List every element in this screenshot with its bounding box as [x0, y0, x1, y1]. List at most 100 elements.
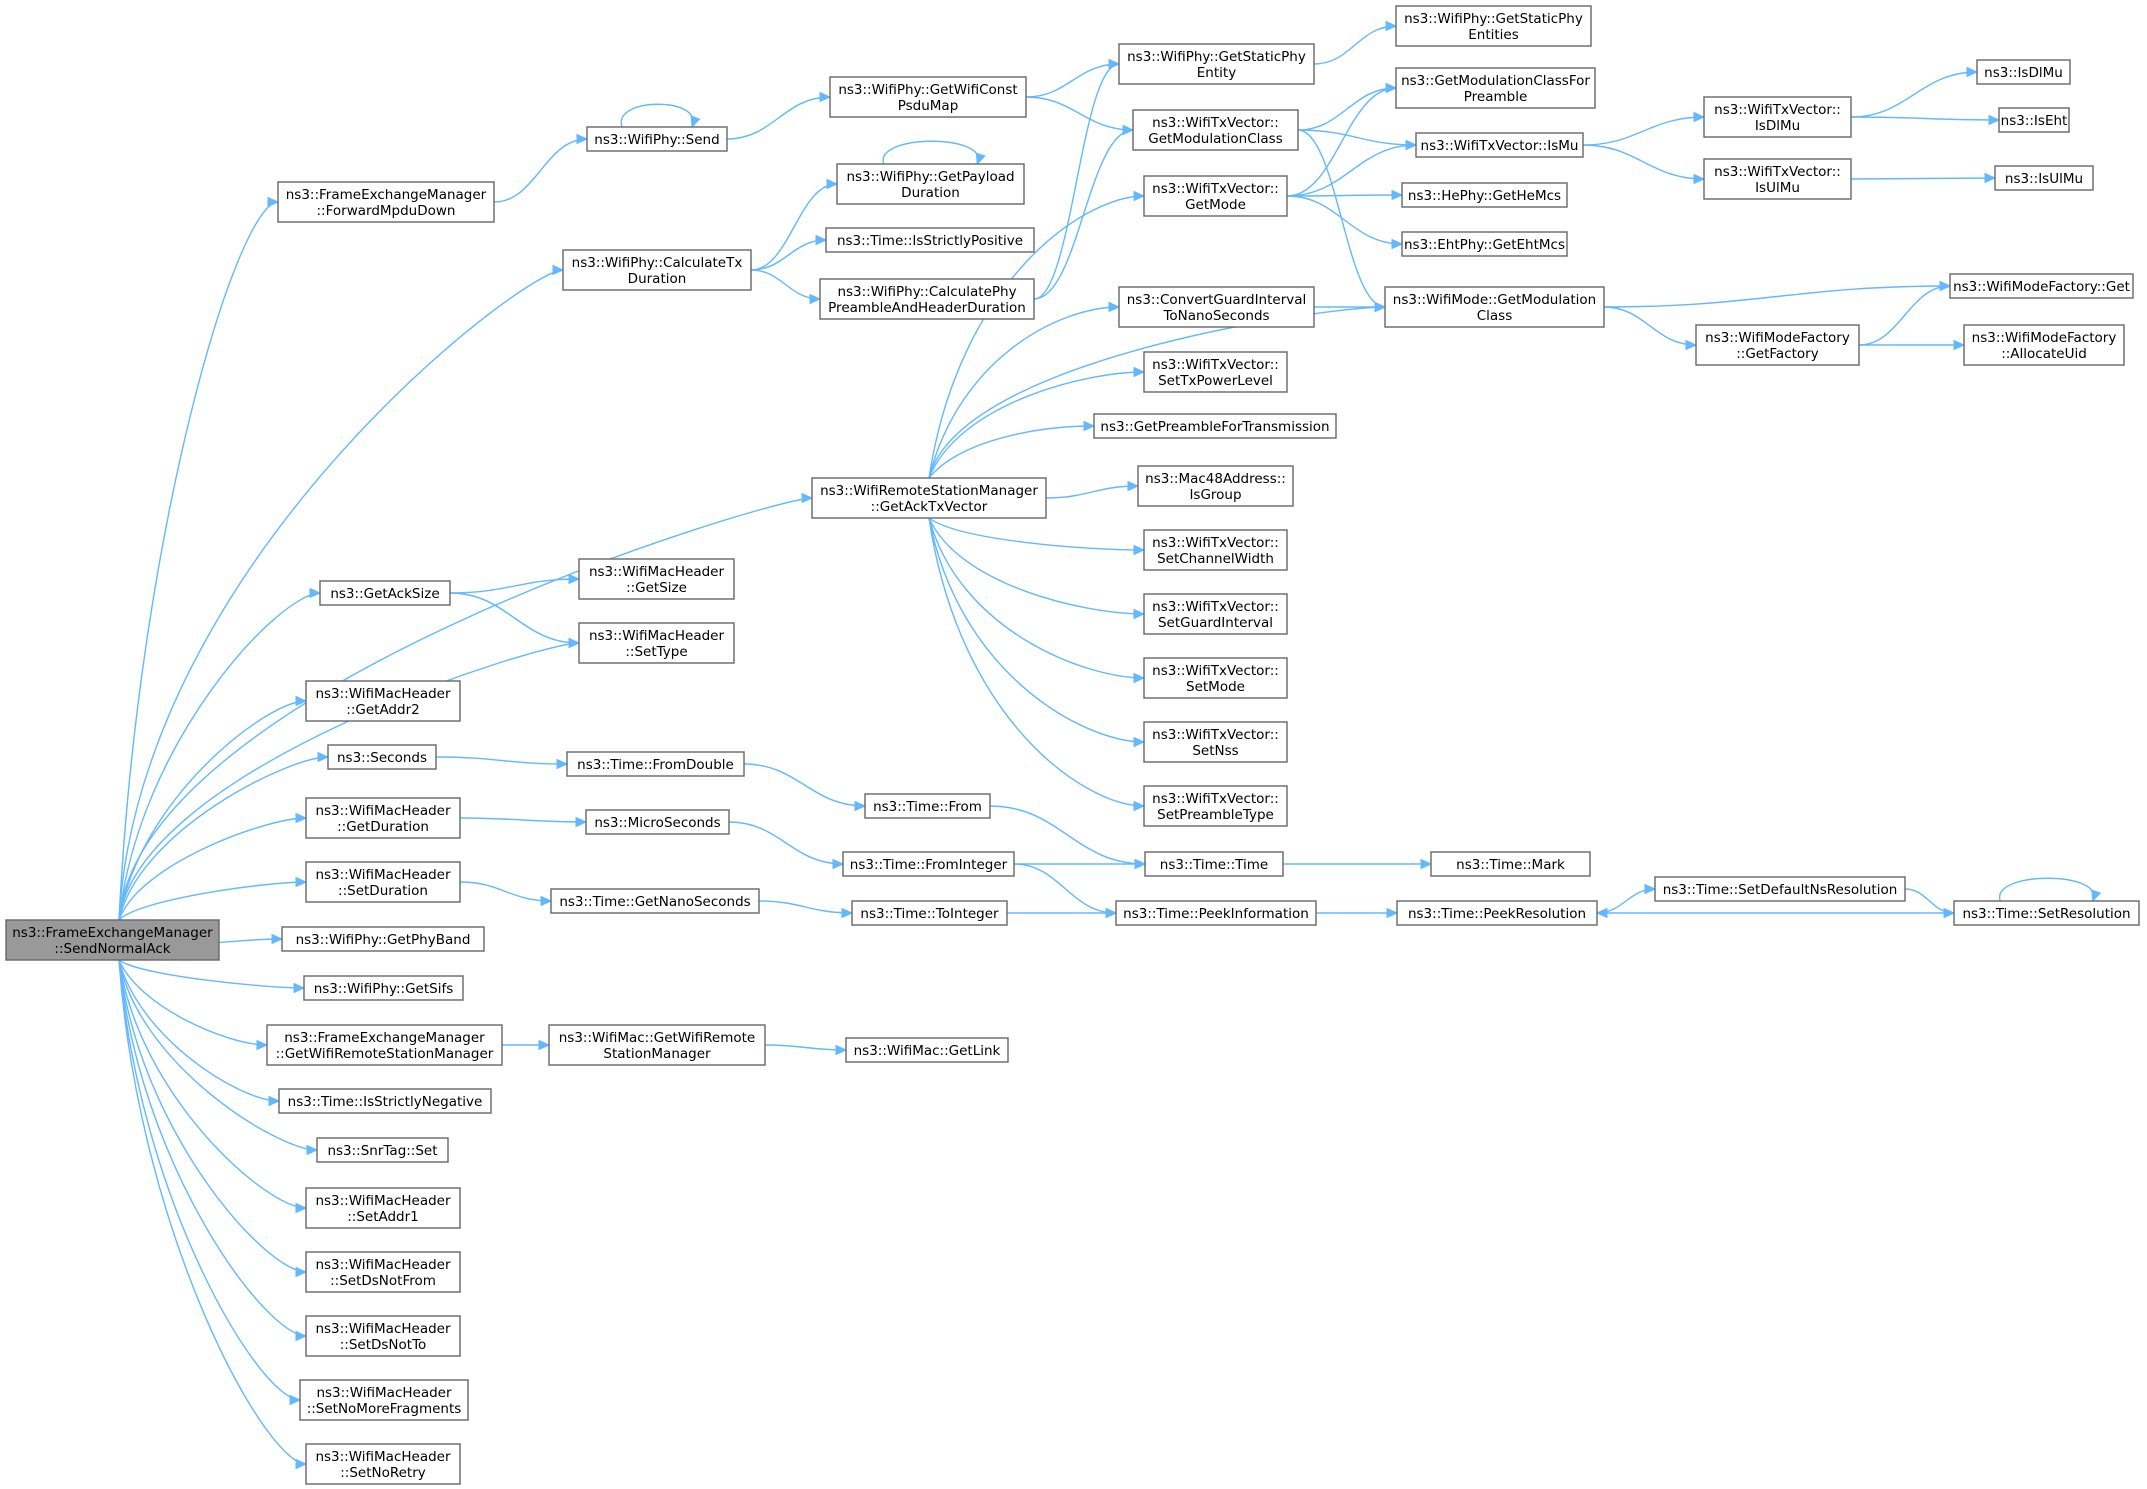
node-box	[1143, 593, 1288, 635]
edge-isulmu2-isulmu	[1850, 172, 1997, 184]
node-isulmu[interactable]: ns3::IsUlMu	[1994, 165, 2094, 191]
node-tmark[interactable]: ns3::Time::Mark	[1430, 851, 1591, 877]
node-label: ::AllocateUid	[2001, 346, 2087, 362]
node-snss[interactable]: ns3::WifiTxVector::SetNss	[1143, 721, 1288, 763]
node-snmf[interactable]: ns3::WifiMacHeader::SetNoMoreFragments	[299, 1379, 469, 1421]
node-wmfau[interactable]: ns3::WifiModeFactory::AllocateUid	[1963, 324, 2125, 366]
node-label: ns3::WifiModeFactory	[1972, 330, 2117, 346]
node-smode[interactable]: ns3::WifiTxVector::SetMode	[1143, 657, 1288, 699]
node-mgwrsm[interactable]: ns3::WifiMac::GetWifiRemoteStationManage…	[548, 1024, 766, 1066]
node-isn[interactable]: ns3::Time::IsStrictlyNegative	[278, 1088, 492, 1114]
node-box	[548, 1024, 766, 1066]
edge-gmode-ismu	[1286, 139, 1418, 197]
node-scw[interactable]: ns3::WifiTxVector::SetChannelWidth	[1143, 529, 1288, 571]
node-fgwrsm[interactable]: ns3::FrameExchangeManager::GetWifiRemote…	[266, 1024, 503, 1066]
node-label: ns3::WifiMac::GetLink	[854, 1043, 1001, 1059]
node-fwd[interactable]: ns3::FrameExchangeManager::ForwardMpduDo…	[277, 181, 495, 223]
node-tti[interactable]: ns3::Time::ToInteger	[851, 900, 1008, 926]
node-label: ns3::WifiPhy::CalculateTx	[572, 255, 743, 271]
node-box	[305, 680, 461, 722]
node-send[interactable]: ns3::WifiPhy::Send	[586, 126, 728, 152]
node-label: ns3::WifiTxVector::	[1714, 102, 1841, 118]
node-label: ::GetAckTxVector	[871, 499, 988, 515]
node-wmgmc[interactable]: ns3::WifiMode::GetModulationClass	[1384, 286, 1605, 328]
node-label: PreambleAndHeaderDuration	[828, 300, 1026, 316]
node-sdnt[interactable]: ns3::WifiMacHeader::SetDsNotTo	[305, 1315, 461, 1357]
node-cpahd[interactable]: ns3::WifiPhy::CalculatePhyPreambleAndHea…	[819, 278, 1035, 320]
node-label: ::SetType	[625, 644, 687, 660]
node-box	[1998, 107, 2070, 133]
node-gpft[interactable]: ns3::GetPreambleForTransmission	[1093, 413, 1337, 439]
node-gpb[interactable]: ns3::WifiPhy::GetPhyBand	[281, 926, 485, 952]
node-snr[interactable]: ns3::WifiMacHeader::SetNoRetry	[305, 1443, 461, 1485]
node-label: ns3::Time::FromDouble	[577, 757, 734, 773]
edge-txgmc-gmcfp	[1297, 82, 1398, 131]
node-gmode[interactable]: ns3::WifiTxVector::GetMode	[1143, 175, 1288, 217]
node-isdlmu2[interactable]: ns3::WifiTxVector::IsDlMu	[1703, 96, 1852, 138]
node-stpl[interactable]: ns3::WifiTxVector::SetTxPowerLevel	[1143, 351, 1288, 393]
node-box	[550, 888, 760, 914]
node-box	[1695, 324, 1860, 366]
node-snrset[interactable]: ns3::SnrTag::Set	[316, 1137, 449, 1163]
node-tpr[interactable]: ns3::Time::PeekResolution	[1396, 900, 1598, 926]
edge-root-snmf	[118, 959, 302, 1406]
node-label: ns3::IsDlMu	[1984, 65, 2063, 81]
edge-gpd-gpd	[882, 140, 986, 166]
edge-tgns-tti	[758, 900, 854, 919]
edge-fgwrsm-mgwrsm	[502, 1039, 551, 1051]
node-gehtmcs[interactable]: ns3::EhtPhy::GetEhtMcs	[1401, 231, 1568, 257]
node-gatv[interactable]: ns3::WifiRemoteStationManager::GetAckTxV…	[811, 477, 1047, 519]
node-box	[316, 1137, 449, 1163]
node-isulmu2[interactable]: ns3::WifiTxVector::IsUlMu	[1703, 158, 1852, 200]
node-ismu[interactable]: ns3::WifiTxVector::IsMu	[1415, 132, 1584, 158]
node-mhgs[interactable]: ns3::WifiMacHeader::GetSize	[578, 558, 735, 600]
node-box	[829, 76, 1027, 118]
node-ga2[interactable]: ns3::WifiMacHeader::GetAddr2	[305, 680, 461, 722]
node-wmfgf[interactable]: ns3::WifiModeFactory::GetFactory	[1695, 324, 1860, 366]
node-tpi[interactable]: ns3::Time::PeekInformation	[1115, 900, 1317, 926]
node-mhgd[interactable]: ns3::WifiMacHeader::GetDuration	[305, 797, 461, 839]
node-iseht[interactable]: ns3::IsEht	[1998, 107, 2070, 133]
node-sa1[interactable]: ns3::WifiMacHeader::SetAddr1	[305, 1187, 461, 1229]
node-micro[interactable]: ns3::MicroSeconds	[585, 809, 730, 835]
node-box	[327, 744, 437, 770]
node-ttime[interactable]: ns3::Time::Time	[1144, 851, 1284, 877]
node-label: Class	[1477, 308, 1513, 324]
edge-tfi-tpi	[1013, 863, 1118, 919]
edge-gatv-sgi	[928, 517, 1146, 620]
edge-wmfgf-wmfau	[1858, 339, 1966, 351]
node-txgmc[interactable]: ns3::WifiTxVector::GetModulationClass	[1132, 109, 1299, 151]
node-isp[interactable]: ns3::Time::IsStrictlyPositive	[825, 227, 1035, 253]
node-sdnf[interactable]: ns3::WifiMacHeader::SetDsNotFrom	[305, 1251, 461, 1293]
node-tsr[interactable]: ns3::Time::SetResolution	[1953, 900, 2140, 926]
node-tfi[interactable]: ns3::Time::FromInteger	[842, 851, 1015, 877]
node-mhst[interactable]: ns3::WifiMacHeader::SetType	[578, 622, 735, 664]
node-mgl[interactable]: ns3::WifiMac::GetLink	[845, 1037, 1009, 1063]
node-label: ns3::Time::SetResolution	[1962, 906, 2130, 922]
node-tfrom[interactable]: ns3::Time::From	[864, 793, 991, 819]
node-tgns[interactable]: ns3::Time::GetNanoSeconds	[550, 888, 760, 914]
node-mhsd[interactable]: ns3::WifiMacHeader::SetDuration	[305, 861, 461, 903]
node-wmfget[interactable]: ns3::WifiModeFactory::Get	[1949, 273, 2134, 299]
node-gacks[interactable]: ns3::GetAckSize	[319, 580, 451, 606]
node-spt[interactable]: ns3::WifiTxVector::SetPreambleType	[1143, 785, 1288, 827]
node-isgroup[interactable]: ns3::Mac48Address::IsGroup	[1137, 465, 1294, 507]
node-isdlmu[interactable]: ns3::IsDlMu	[1976, 59, 2071, 85]
node-root[interactable]: ns3::FrameExchangeManager::SendNormalAck	[5, 919, 220, 961]
node-label: GetMode	[1185, 197, 1246, 213]
node-sgi[interactable]: ns3::WifiTxVector::SetGuardInterval	[1143, 593, 1288, 635]
node-label: ns3::WifiTxVector::	[1152, 663, 1279, 679]
node-box	[277, 181, 495, 223]
node-tsdnr[interactable]: ns3::Time::SetDefaultNsResolution	[1654, 876, 1906, 902]
node-tfd[interactable]: ns3::Time::FromDouble	[566, 751, 745, 777]
node-ghemcs[interactable]: ns3::HePhy::GetHeMcs	[1401, 182, 1568, 208]
node-secs[interactable]: ns3::Seconds	[327, 744, 437, 770]
node-gsifs[interactable]: ns3::WifiPhy::GetSifs	[303, 975, 464, 1001]
